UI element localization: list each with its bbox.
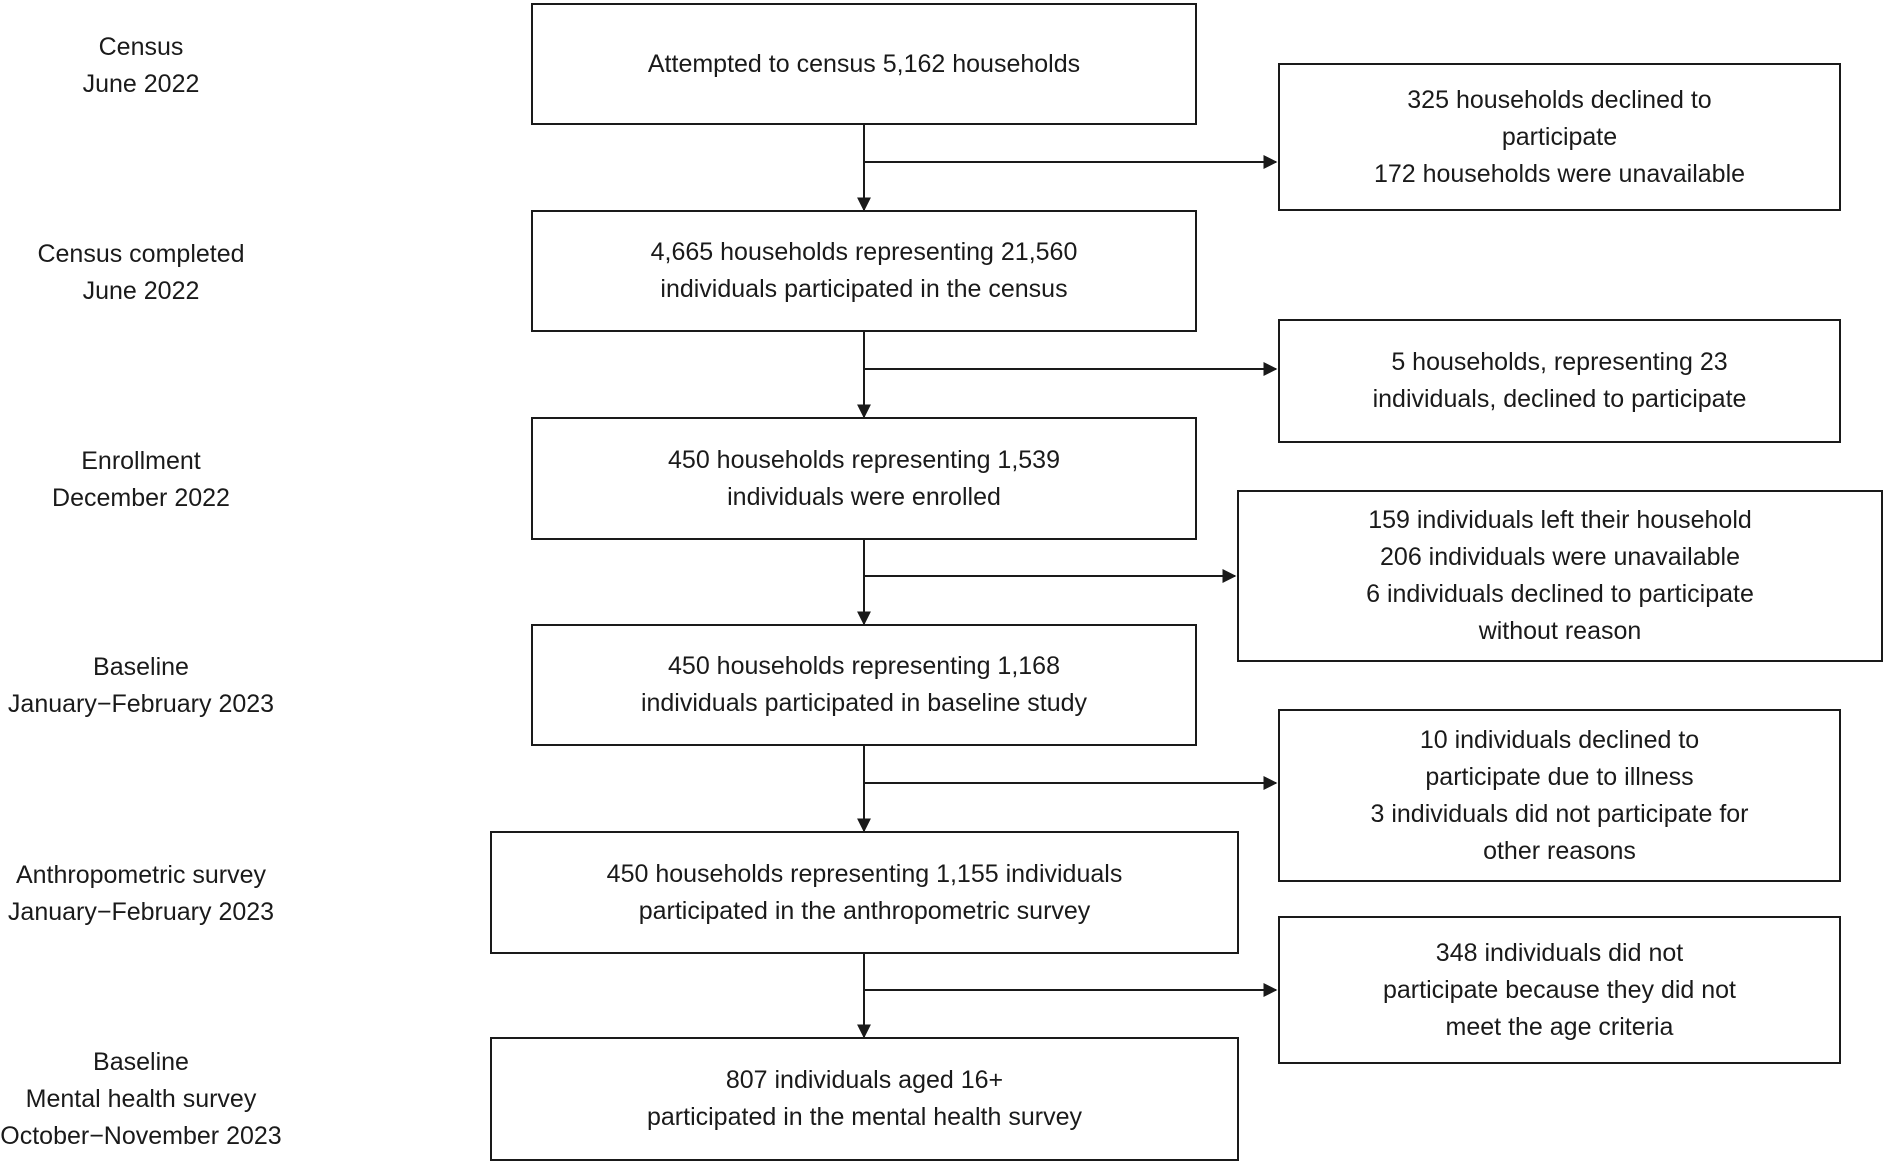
exclusion-box-baseline: 159 individuals left their household 206… [1237,490,1883,662]
stage-label-line: Mental health survey [25,1085,257,1113]
box-text-line: individuals, declined to participate [1372,385,1747,413]
main-box-baseline: 450 households representing 1,168 indivi… [531,624,1197,746]
box-text-line: Attempted to census 5,162 households [647,49,1081,78]
box-text-line: other reasons [1483,836,1636,865]
stage-label-mental-health: Baseline Mental health survey October−No… [0,1044,282,1155]
stage-label-anthropometric: Anthropometric survey January−February 2… [0,857,282,931]
stage-label-line: Enrollment [81,447,201,475]
main-box-anthropometric: 450 households representing 1,155 indivi… [490,831,1239,954]
exclusion-box-census: 325 households declined to participate 1… [1278,63,1841,211]
stage-label-line: June 2022 [82,277,200,305]
box-text-line: participate due to illness [1425,762,1694,791]
box-text-line: individuals participated in baseline stu… [640,689,1088,717]
stage-label-line: January−February 2023 [7,690,275,718]
box-text-line: participate [1501,122,1618,151]
stage-label-census-completed: Census completed June 2022 [0,236,282,310]
stage-label-line: December 2022 [52,484,230,512]
stage-label-line: October−November 2023 [0,1122,282,1150]
stage-label-line: January−February 2023 [7,898,275,926]
stage-label-census: Census June 2022 [0,29,282,103]
stage-label-line: Census [98,33,184,61]
box-text-line: 5 households, representing 23 [1391,348,1728,376]
box-text-line: 3 individuals did not participate for [1370,799,1749,828]
stage-label-baseline: Baseline January−February 2023 [0,649,282,723]
box-text-line: 450 households representing 1,155 indivi… [606,859,1123,888]
box-text-line: meet the age criteria [1445,1012,1674,1041]
exclusion-box-anthropometric: 10 individuals declined to participate d… [1278,709,1841,882]
stage-label-line: Baseline [93,1048,189,1076]
stage-label-line: Baseline [93,653,189,681]
stage-label-enrollment: Enrollment December 2022 [0,443,282,517]
box-text-line: 807 individuals aged 16+ [725,1066,1004,1094]
main-box-enrollment: 450 households representing 1,539 indivi… [531,417,1197,540]
box-text-line: individuals were enrolled [727,482,1001,511]
box-text-line: without reason [1478,617,1642,645]
box-text-line: 159 individuals left their household [1368,506,1752,534]
stage-label-line: Census completed [37,240,245,268]
box-text-line: 6 individuals declined to participate [1366,580,1754,608]
box-text-line: participate because they did not [1382,975,1736,1004]
box-text-line: 348 individuals did not [1435,938,1684,967]
main-box-census-completed: 4,665 households representing 21,560 ind… [531,210,1197,332]
box-text-line: 206 individuals were unavailable [1380,543,1740,571]
main-box-mental-health: 807 individuals aged 16+ participated in… [490,1037,1239,1161]
box-text-line: 450 households representing 1,539 [668,445,1060,474]
box-text-line: 10 individuals declined to [1419,725,1700,754]
box-text-line: 450 households representing 1,168 [668,652,1060,680]
stage-label-line: Anthropometric survey [15,861,267,889]
exclusion-box-enrollment: 5 households, representing 23 individual… [1278,319,1841,443]
box-text-line: participated in the mental health survey [647,1103,1082,1131]
stage-label-line: June 2022 [82,70,200,98]
exclusion-box-mental-health: 348 individuals did not participate beca… [1278,916,1841,1064]
box-text-line: individuals participated in the census [660,275,1068,303]
box-text-line: 172 households were unavailable [1373,159,1746,188]
box-text-line: 4,665 households representing 21,560 [650,238,1078,266]
main-box-census-attempt: Attempted to census 5,162 households [531,3,1197,125]
box-text-line: 325 households declined to [1407,85,1712,114]
box-text-line: participated in the anthropometric surve… [638,896,1091,925]
